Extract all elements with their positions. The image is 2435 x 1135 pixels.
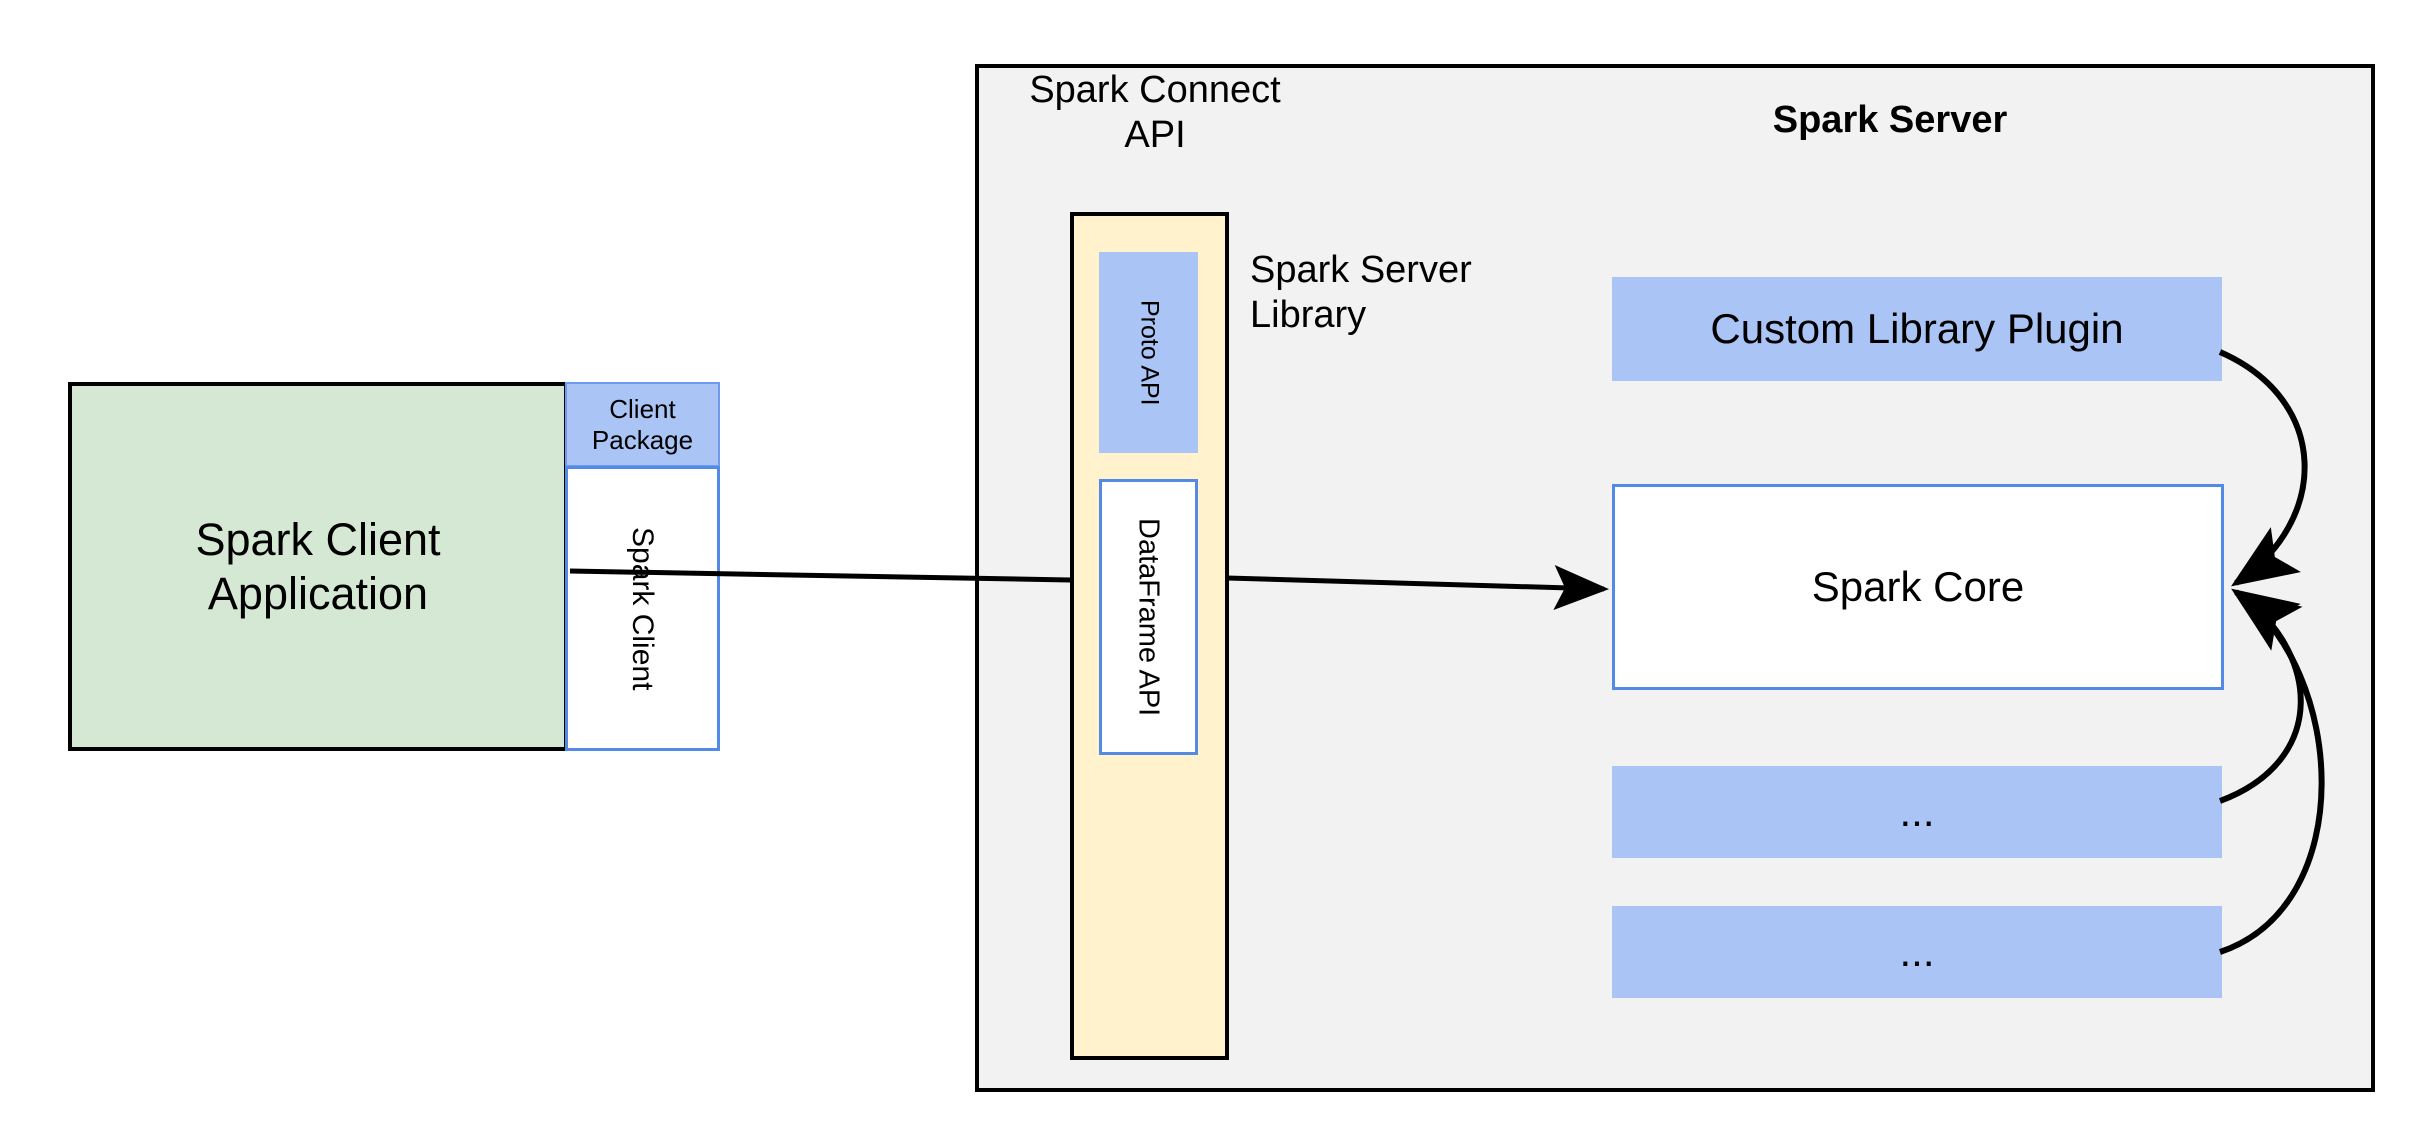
- spark-client-application-box[interactable]: Spark Client Application: [68, 382, 568, 751]
- ellipsis-label-2: ...: [1899, 928, 1935, 976]
- custom-library-plugin-label: Custom Library Plugin: [1710, 305, 2124, 353]
- spark-server-library-label: Spark Server Library: [1250, 249, 1472, 336]
- dataframe-api-label: DataFrame API: [1132, 517, 1165, 717]
- ellipsis-box-1[interactable]: ...: [1612, 766, 2222, 858]
- client-package-label: Client Package: [591, 393, 694, 455]
- spark-client-label: Spark Client: [626, 526, 660, 691]
- custom-library-plugin-box[interactable]: Custom Library Plugin: [1612, 277, 2222, 381]
- proto-api-label: Proto API: [1135, 299, 1164, 406]
- ellipsis-label-1: ...: [1899, 788, 1935, 836]
- spark-client-box[interactable]: Spark Client: [565, 466, 720, 751]
- dataframe-api-box[interactable]: DataFrame API: [1099, 479, 1198, 755]
- client-package-box[interactable]: Client Package: [565, 382, 720, 467]
- proto-api-box[interactable]: Proto API: [1099, 252, 1198, 453]
- spark-core-label: Spark Core: [1811, 563, 2025, 611]
- spark-server-title: Spark Server: [1772, 98, 2008, 141]
- spark-client-application-label: Spark Client Application: [195, 514, 441, 619]
- spark-connect-api-label: Spark Connect API: [1029, 69, 1281, 156]
- ellipsis-box-2[interactable]: ...: [1612, 906, 2222, 998]
- spark-core-box[interactable]: Spark Core: [1612, 484, 2224, 690]
